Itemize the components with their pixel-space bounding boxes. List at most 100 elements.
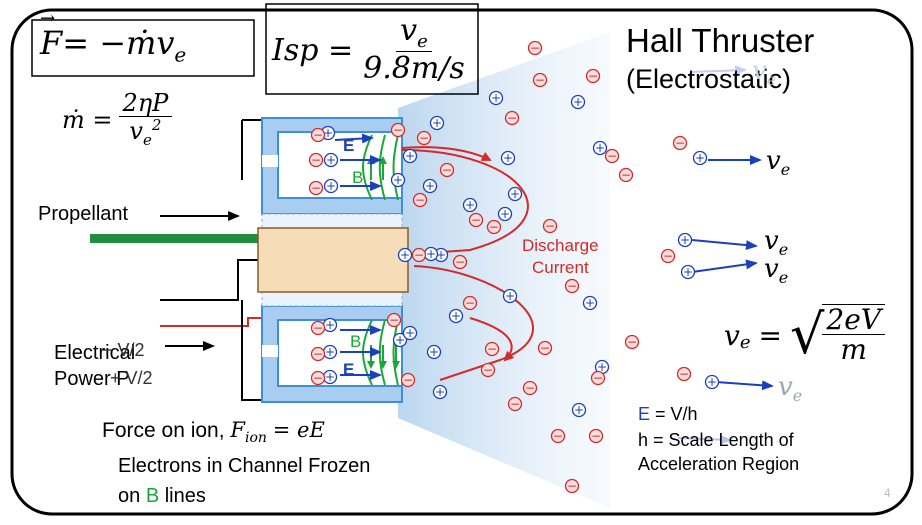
svg-text:−: −: [675, 136, 685, 150]
isp-fraction: ve 9.8m/s: [359, 14, 469, 87]
electron-icon: −: [564, 278, 580, 294]
svg-text:+: +: [395, 333, 405, 347]
ion-icon: +: [704, 374, 720, 390]
propellant-line: [90, 234, 258, 243]
mdot-num: 2ηP: [118, 91, 173, 118]
svg-text:−: −: [465, 296, 475, 310]
ion-icon: +: [402, 325, 418, 341]
svg-text:+: +: [425, 179, 435, 193]
electrical-label-line2: Power P: [54, 368, 130, 390]
ion-icon: +: [448, 308, 464, 324]
mdot-equation: ṁ = 2ηP ve2: [62, 84, 173, 156]
svg-text:−: −: [567, 479, 577, 493]
electron-icon: −: [484, 341, 500, 357]
svg-text:+: +: [435, 385, 445, 399]
svg-text:−: −: [545, 219, 555, 233]
electron-icon: −: [604, 148, 620, 164]
electron-icon: −: [452, 254, 468, 270]
electrons-label-line2: on B lines: [118, 485, 206, 507]
plasma-plume: [398, 32, 610, 508]
svg-text:+: +: [491, 91, 501, 105]
svg-text:+: +: [465, 198, 475, 212]
sqrt-sign: √: [789, 303, 825, 366]
h-definition-line2: Acceleration Region: [638, 454, 800, 474]
b-field-letter-top: B: [352, 168, 364, 187]
ion-icon: +: [570, 94, 586, 110]
electron-icon: −: [676, 366, 692, 382]
propellant-label: Propellant: [38, 203, 129, 225]
ion-icon: +: [571, 402, 587, 418]
force-math: F: [230, 418, 245, 442]
ion-icon: +: [497, 206, 513, 222]
power-wire-black: [160, 259, 262, 301]
ion-icon: +: [592, 140, 608, 156]
svg-text:+: +: [695, 151, 705, 165]
electron-icon: −: [468, 212, 484, 228]
mdot-den-sup: 2: [151, 116, 162, 135]
discharge-current-loops: [401, 146, 534, 381]
ve-label-2: ve: [764, 226, 789, 260]
thrust-equation-box: [31, 19, 255, 77]
electron-icon: −: [308, 152, 324, 168]
svg-text:−: −: [489, 220, 499, 234]
svg-text:−: −: [507, 111, 517, 125]
ve-lhs-sub: e: [739, 331, 751, 353]
svg-text:+: +: [505, 289, 515, 303]
electron-icon: −: [310, 370, 326, 386]
mdot-den: v: [129, 117, 143, 146]
isp-den: 9.8m/s: [363, 51, 465, 87]
ve-eq: =: [758, 318, 782, 352]
power-wire-red: [160, 317, 270, 327]
electron-icon: −: [480, 362, 496, 378]
svg-text:+: +: [574, 403, 584, 417]
electron-icon: −: [590, 370, 606, 386]
svg-text:−: −: [567, 279, 577, 293]
ve-den: m: [840, 333, 867, 367]
electron-icon: −: [624, 334, 640, 350]
ion-icon: +: [402, 148, 418, 164]
e-field-letter-top: E: [343, 136, 355, 155]
slide-number: 4: [884, 486, 891, 500]
ion-icon: +: [323, 178, 339, 194]
electron-icon: −: [537, 340, 553, 356]
electron-icon: −: [310, 127, 326, 143]
isp-equation: Isp = ve 9.8m/s: [272, 8, 469, 92]
svg-text:+: +: [429, 345, 439, 359]
electron-icon: −: [660, 248, 676, 264]
mdot-fraction: 2ηP ve2: [118, 91, 173, 150]
ion-icon: +: [507, 186, 523, 202]
thrust-sub: e: [174, 42, 187, 67]
ve-label-1: ve: [766, 146, 791, 180]
svg-text:−: −: [442, 163, 452, 177]
isp-equation-box: [265, 3, 479, 95]
ion-icon: +: [322, 369, 338, 385]
ion-icon: +: [432, 384, 448, 400]
svg-text:+: +: [595, 141, 605, 155]
particles: +++++++++++++++++++++++++++++++++−−−−−−−…: [308, 40, 720, 494]
ion-icon: +: [500, 150, 516, 166]
electron-icon: −: [412, 192, 428, 208]
svg-text:−: −: [414, 248, 424, 262]
svg-text:−: −: [403, 373, 413, 387]
electrical-label-line1: Electrical: [54, 342, 136, 364]
electron-icon: −: [400, 372, 416, 388]
svg-text:−: −: [591, 429, 601, 443]
b-field-letter-bottom: B: [350, 332, 362, 351]
ion-icon: +: [502, 288, 518, 304]
mdot-den-sub: e: [142, 131, 152, 150]
ion-icon: +: [392, 332, 408, 348]
electron-icon: −: [411, 247, 427, 263]
isp-num-sub: e: [417, 30, 428, 52]
electron-icon: −: [308, 180, 324, 196]
electron-icon: −: [310, 346, 326, 362]
electron-icon: −: [588, 428, 604, 444]
h-definition-line1: h = Scale Length of: [638, 430, 794, 450]
e-definition-letter: E: [638, 404, 651, 424]
svg-text:−: −: [483, 363, 493, 377]
electron-icon: −: [618, 167, 634, 183]
ion-icon: +: [322, 344, 338, 360]
svg-text:−: −: [535, 73, 545, 87]
svg-text:+: +: [573, 95, 583, 109]
